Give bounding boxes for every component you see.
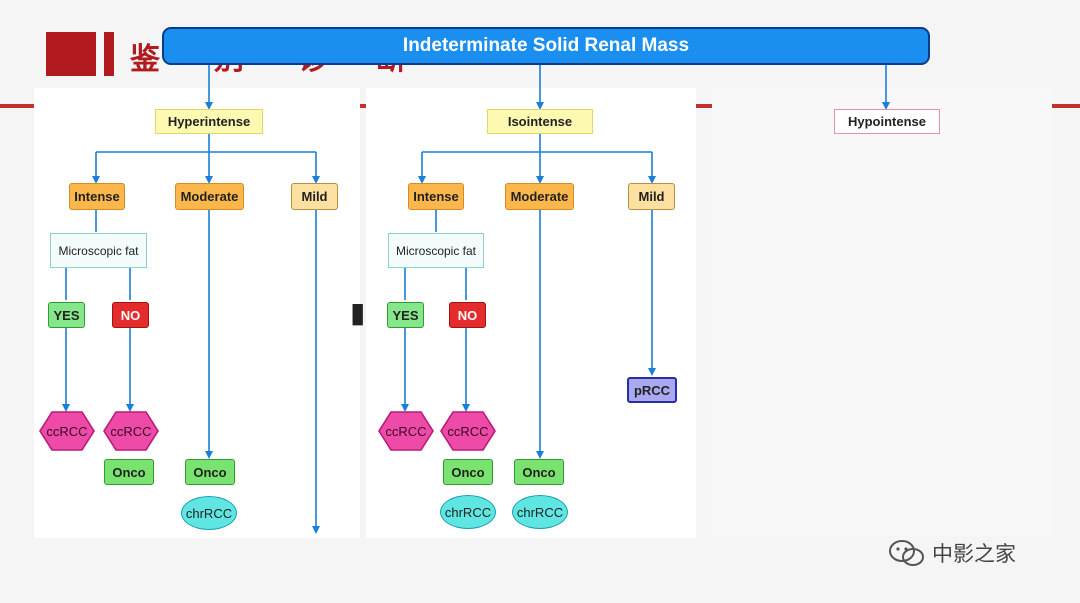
middle-prcc-node: pRCC [627,377,677,403]
middle-ccrcc-no-label: ccRCC [447,423,489,439]
wechat-logo-icon [889,540,924,566]
left-ccrcc-no-hexagon [103,411,159,451]
middle-chrrcc-moderate-node: chrRCC [512,495,568,529]
watermark-text: 中影之家 [932,542,1016,566]
left-ccrcc-label: ccRCC [46,423,88,439]
middle-intense-node: Intense [408,183,464,210]
left-onco-no-node: Onco [104,459,154,485]
slide-heading-char: 鉴 [130,42,160,77]
watermark: 中影之家 [888,538,1016,568]
red-decor-block [46,32,96,76]
middle-ccrcc-label: ccRCC [385,423,427,439]
left-chrrcc-node: chrRCC [181,496,237,530]
left-moderate-node: Moderate [175,183,244,210]
middle-onco-no-node: Onco [443,459,493,485]
middle-onco-moderate-node: Onco [514,459,564,485]
middle-microscopic-fat-node: Microscopic fat [388,233,484,268]
middle-mild-node: Mild [628,183,675,210]
branch-hypointense: Hypointense [834,109,940,134]
middle-chrrcc-no-node: chrRCC [440,495,496,529]
flowchart-title: Indeterminate Solid Renal Mass [162,27,930,65]
branch-hyperintense: Hyperintense [155,109,263,134]
middle-yes-node: YES [387,302,424,328]
left-onco-moderate-node: Onco [185,459,235,485]
middle-ccrcc-hexagon [378,411,434,451]
red-decor-stripe [104,32,114,76]
left-microscopic-fat-node: Microscopic fat [50,233,147,268]
middle-no-node: NO [449,302,486,328]
middle-moderate-node: Moderate [505,183,574,210]
left-ccrcc-hexagon [39,411,95,451]
middle-ccrcc-no-hexagon [440,411,496,451]
hidden-text-fragment: ▮ [350,296,366,329]
left-yes-node: YES [48,302,85,328]
branch-isointense: Isointense [487,109,593,134]
left-ccrcc-no-label: ccRCC [110,423,152,439]
left-intense-node: Intense [69,183,125,210]
left-no-node: NO [112,302,149,328]
right-panel [712,88,1052,536]
left-mild-node: Mild [291,183,338,210]
